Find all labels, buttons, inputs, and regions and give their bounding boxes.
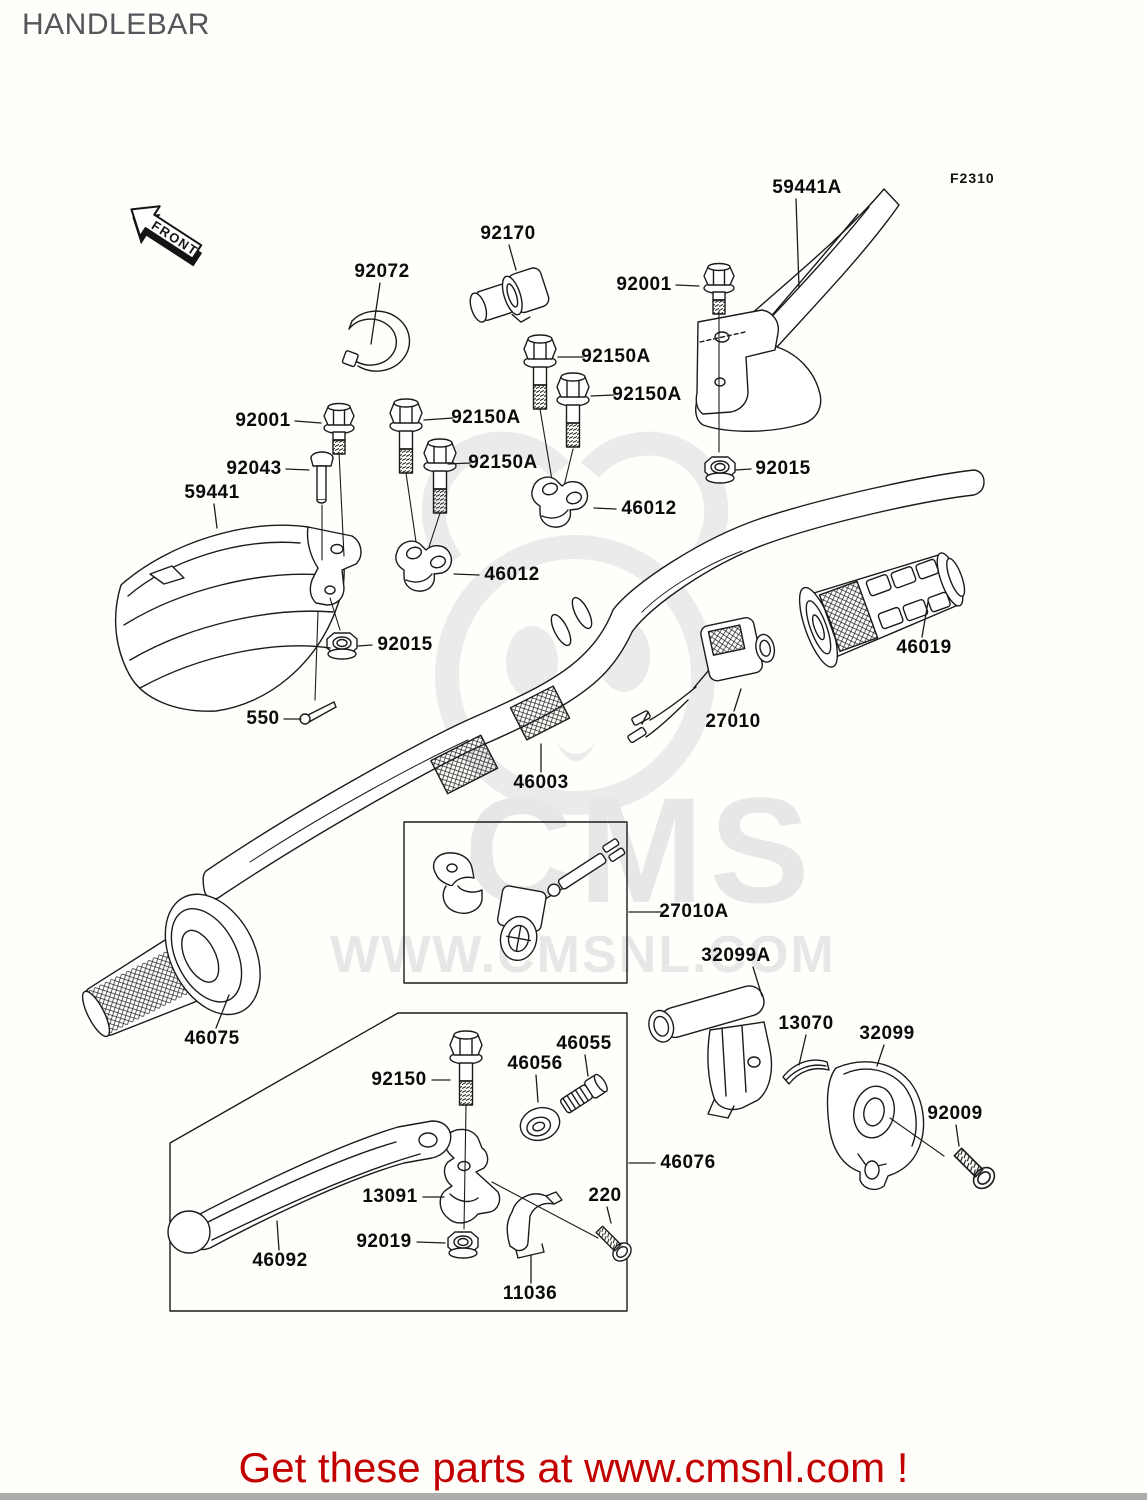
handlebar-tube-drawing [202, 469, 985, 900]
lever-assembly-boundary [169, 1012, 628, 1312]
hand-guard-left-drawing [114, 524, 362, 712]
footer-bar [0, 1493, 1147, 1500]
adjuster-screw-drawing [559, 1073, 608, 1114]
clutch-lever-drawing [167, 1120, 452, 1254]
friction-plate-drawing [782, 1059, 830, 1085]
cms-watermark: CMS WWW.CMSNL.COM [330, 431, 835, 984]
cable-clamp-drawing [469, 267, 550, 323]
page-title: HANDLEBAR [22, 8, 210, 41]
holder-cover-drawing [826, 1061, 925, 1191]
footer-link[interactable]: Get these parts at www.cmsnl.com ! [238, 1444, 909, 1491]
lever-holder-drawing [439, 1128, 501, 1224]
clevis-pin-drawing [310, 451, 334, 504]
band-clip-drawing [341, 310, 411, 372]
watermark-url-text: WWW.CMSNL.COM [330, 926, 835, 984]
front-direction-arrow: FRONT [130, 205, 203, 267]
lever-clamp-drawing [506, 1191, 563, 1259]
left-grip-drawing [81, 893, 261, 1038]
figure-code: F2310 [950, 170, 995, 186]
lever-holder-assy-drawing [648, 985, 773, 1119]
switch-kit-box-drawing [403, 821, 628, 984]
seal-drawing [519, 1106, 561, 1142]
throttle-grip-drawing [798, 552, 966, 668]
assembly-axis-lines [314, 310, 945, 1239]
leader-lines [213, 198, 960, 1284]
hand-guard-right-drawing [695, 188, 900, 432]
cotter-pin-drawing [299, 701, 337, 725]
switch-drawing [627, 617, 776, 744]
